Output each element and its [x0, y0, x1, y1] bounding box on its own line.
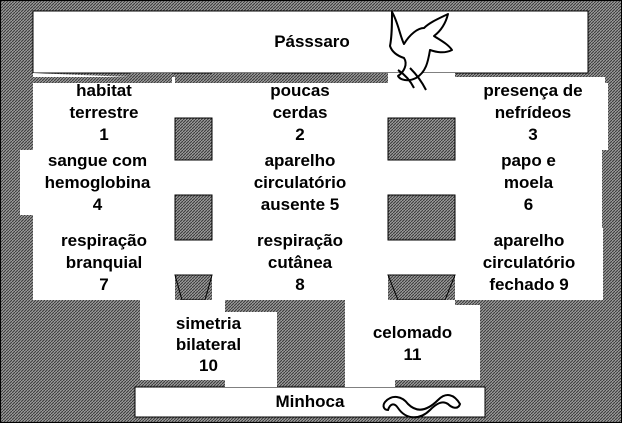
connector — [175, 240, 212, 275]
cell-11-shape — [345, 305, 480, 380]
cell-4-line: hemoglobina — [44, 173, 151, 192]
cell-3: presença de nefrídeos 3 — [458, 80, 608, 146]
cell-3-shape — [455, 77, 608, 150]
connector — [33, 215, 175, 228]
cell-3-line: nefrídeos — [494, 103, 572, 122]
cell-6-line: moela — [503, 173, 554, 192]
worm-icon — [382, 394, 462, 419]
cell-2-line: 2 — [295, 125, 305, 144]
cell-11-line: 11 — [403, 345, 422, 364]
cell-5: aparelho circulatório ausente 5 — [212, 150, 388, 216]
cell-2: poucas cerdas 2 — [212, 80, 388, 146]
cell-5-line: ausente 5 — [260, 195, 340, 214]
cell-6-line: papo e — [501, 151, 556, 170]
cell-6: papo e moela 6 — [455, 150, 602, 216]
connector — [388, 160, 455, 195]
cell-1-shape — [33, 83, 175, 150]
cell-8: respiração cutânea 8 — [212, 230, 388, 296]
cell-2-line: poucas — [270, 81, 330, 100]
cell-10-line: simetria — [175, 314, 242, 333]
cell-7-line: respiração — [61, 231, 147, 250]
cell-6-line: 6 — [523, 195, 534, 214]
hatch-notch — [388, 73, 455, 83]
cell-8-line: cutânea — [267, 253, 333, 272]
cell-4-shape — [20, 150, 175, 215]
cell-4-line: 4 — [92, 195, 103, 214]
cell-9: aparelho circulatório fechado 9 — [455, 230, 603, 296]
cell-8-shape — [212, 228, 388, 300]
hatch-square — [174, 117, 213, 161]
cell-2-shape — [212, 83, 388, 150]
cell-7-line: branquial — [65, 253, 143, 272]
hatch-square — [387, 117, 456, 161]
hatch-notch — [340, 73, 388, 83]
cell-2-line: cerdas — [272, 103, 328, 122]
hatch-square — [174, 194, 213, 241]
cell-3-line: presença de — [483, 81, 583, 100]
cell-5-shape — [212, 150, 388, 215]
connector — [175, 83, 212, 118]
cell-10-shape — [140, 312, 277, 380]
cell-5-line: aparelho — [264, 151, 336, 170]
hatch-notch — [212, 73, 272, 83]
connector — [388, 240, 455, 275]
bottom-label: Minhoca — [275, 392, 345, 411]
hatch-notch — [130, 73, 172, 83]
funnel-right — [387, 274, 456, 301]
cell-9-shape — [455, 228, 603, 300]
connector — [388, 83, 455, 118]
cell-1-line: 1 — [99, 125, 109, 144]
cell-4-line: sangue com — [47, 151, 148, 170]
hatch-notch — [605, 73, 611, 83]
cell-9-line: aparelho — [493, 231, 565, 250]
connector — [225, 380, 277, 387]
cell-7: respiração branquial 7 — [33, 230, 175, 296]
cell-8-line: 8 — [295, 275, 305, 294]
cell-10-line: bilateral — [175, 335, 242, 354]
cell-5-line: circulatório — [253, 173, 347, 192]
cell-9-line: fechado 9 — [489, 275, 569, 294]
cell-10: simetria bilateral 10 — [140, 313, 277, 376]
cell-1-line: habitat — [76, 81, 132, 100]
cell-11: celomado 11 — [345, 322, 480, 366]
cell-6-shape — [455, 150, 602, 215]
connector — [345, 380, 395, 387]
connector — [140, 300, 225, 312]
cell-4: sangue com hemoglobina 4 — [20, 150, 175, 216]
connector — [175, 160, 212, 195]
connector — [345, 300, 455, 305]
hatch-square — [387, 194, 456, 241]
bird-icon — [389, 11, 453, 91]
cell-11-line: celomado — [372, 323, 453, 342]
top-label: Pásssaro — [274, 32, 350, 51]
cell-8-line: respiração — [257, 231, 343, 250]
cell-1-line: terrestre — [69, 103, 139, 122]
cell-10-line: 10 — [199, 356, 218, 375]
cell-7-line: 7 — [99, 275, 109, 294]
top-box — [32, 10, 589, 74]
cell-7-shape — [33, 228, 175, 300]
cell-3-line: 3 — [528, 125, 538, 144]
funnel-left — [174, 274, 213, 301]
cell-9-line: circulatório — [482, 253, 576, 272]
connector — [212, 215, 388, 228]
cell-1: habitat terrestre 1 — [33, 80, 175, 146]
connector — [455, 215, 602, 228]
